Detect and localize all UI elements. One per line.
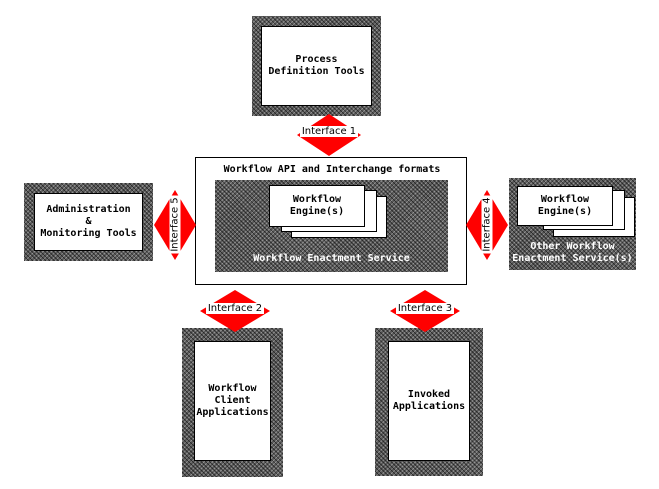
workflow-enactment-service-label: Workflow Enactment Service (253, 253, 410, 264)
invoked-line2: Applications (392, 401, 466, 412)
other-engine-line2: Engine(s) (537, 206, 593, 217)
client-applications-box: Workflow Client Applications (194, 341, 271, 461)
client-line1: Workflow (208, 383, 257, 394)
client-line3: Applications (196, 407, 269, 418)
other-enactment-service: Workflow Engine(s) Other Workflow Enactm… (509, 178, 636, 270)
invoked-applications-frame: Invoked Applications (375, 328, 483, 476)
interface-5-label: Interface 5 (169, 195, 181, 254)
interface-1-label: Interface 1 (299, 126, 359, 137)
workflow-engine-box: Workflow Engine(s) (269, 185, 365, 227)
other-engine-line1: Workflow (540, 194, 590, 205)
workflow-api-box: Workflow API and Interchange formats Wor… (195, 157, 467, 285)
interface-3-label: Interface 3 (395, 303, 455, 314)
interface-2-label: Interface 2 (205, 303, 265, 314)
client-applications-frame: Workflow Client Applications (182, 328, 283, 477)
interface-4-label: Interface 4 (481, 195, 493, 254)
admin-line1: Administration (46, 204, 131, 215)
workflow-api-title: Workflow API and Interchange formats (223, 164, 441, 175)
engine-line1: Workflow (292, 194, 342, 205)
workflow-enactment-service: Workflow Engine(s) Workflow Enactment Se… (215, 180, 448, 272)
invoked-line1: Invoked (407, 389, 451, 400)
admin-monitoring-box: Administration & Monitoring Tools (34, 193, 143, 251)
client-line2: Client (214, 395, 251, 406)
process-definition-tools-box: Process Definition Tools (261, 26, 372, 106)
other-service-line2: Enactment Service(s) (512, 253, 633, 264)
admin-line3: Monitoring Tools (40, 228, 137, 239)
invoked-applications-box: Invoked Applications (388, 341, 470, 461)
process-line2: Definition Tools (268, 66, 365, 77)
admin-line2: & (85, 216, 92, 227)
admin-monitoring-frame: Administration & Monitoring Tools (24, 183, 153, 261)
process-line1: Process (295, 54, 338, 65)
engine-line2: Engine(s) (289, 206, 345, 217)
other-service-line1: Other Workflow (530, 241, 615, 252)
other-workflow-engine-box: Workflow Engine(s) (517, 186, 613, 226)
process-definition-tools-frame: Process Definition Tools (252, 16, 381, 116)
